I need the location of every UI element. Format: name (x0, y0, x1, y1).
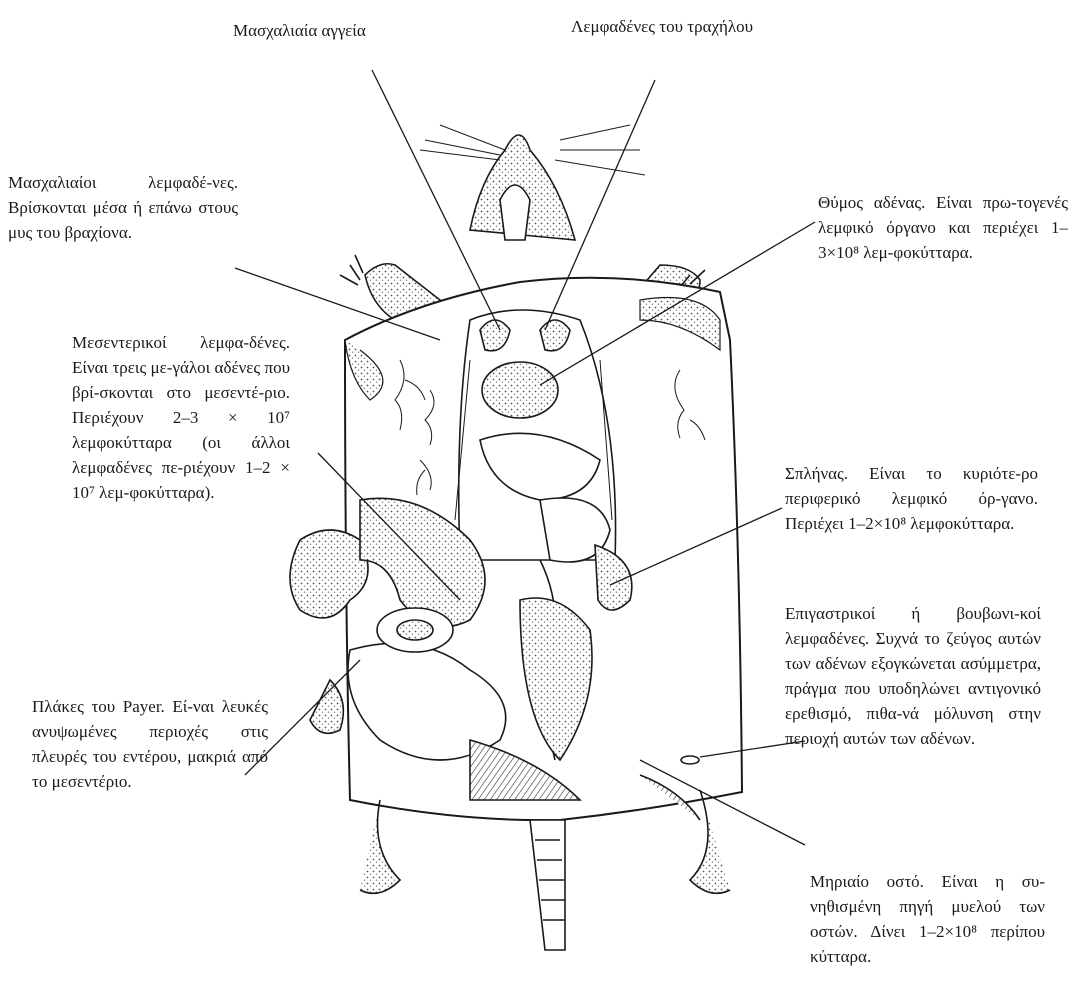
label-mesenteric-nodes: Μεσεντερικοί λεμφα-δένες. Είναι τρεις με… (72, 330, 290, 505)
label-spleen: Σπλήνας. Είναι το κυριότε-ρο περιφερικό … (785, 461, 1038, 536)
label-axillary-vessels: Μασχαλιαία αγγεία (233, 18, 366, 43)
label-cervical-nodes: Λεμφαδένες του τραχήλου (571, 14, 753, 39)
mouse-head (420, 125, 645, 240)
label-axillary-nodes: Μασχαλιαίοι λεμφαδέ-νες. Βρίσκονται μέσα… (8, 170, 238, 245)
label-inguinal-nodes: Επιγαστρικοί ή βουβωνι-κοί λεμφαδένες. Σ… (785, 601, 1041, 751)
label-femur: Μηριαίο οστό. Είναι η συ-νηθισμένη πηγή … (810, 869, 1045, 969)
label-peyer-patches: Πλάκες του Payer. Εί-ναι λευκές ανυψωμέν… (32, 694, 268, 794)
label-thymus: Θύμος αδένας. Είναι πρω-τογενές λεμφικό … (818, 190, 1068, 265)
